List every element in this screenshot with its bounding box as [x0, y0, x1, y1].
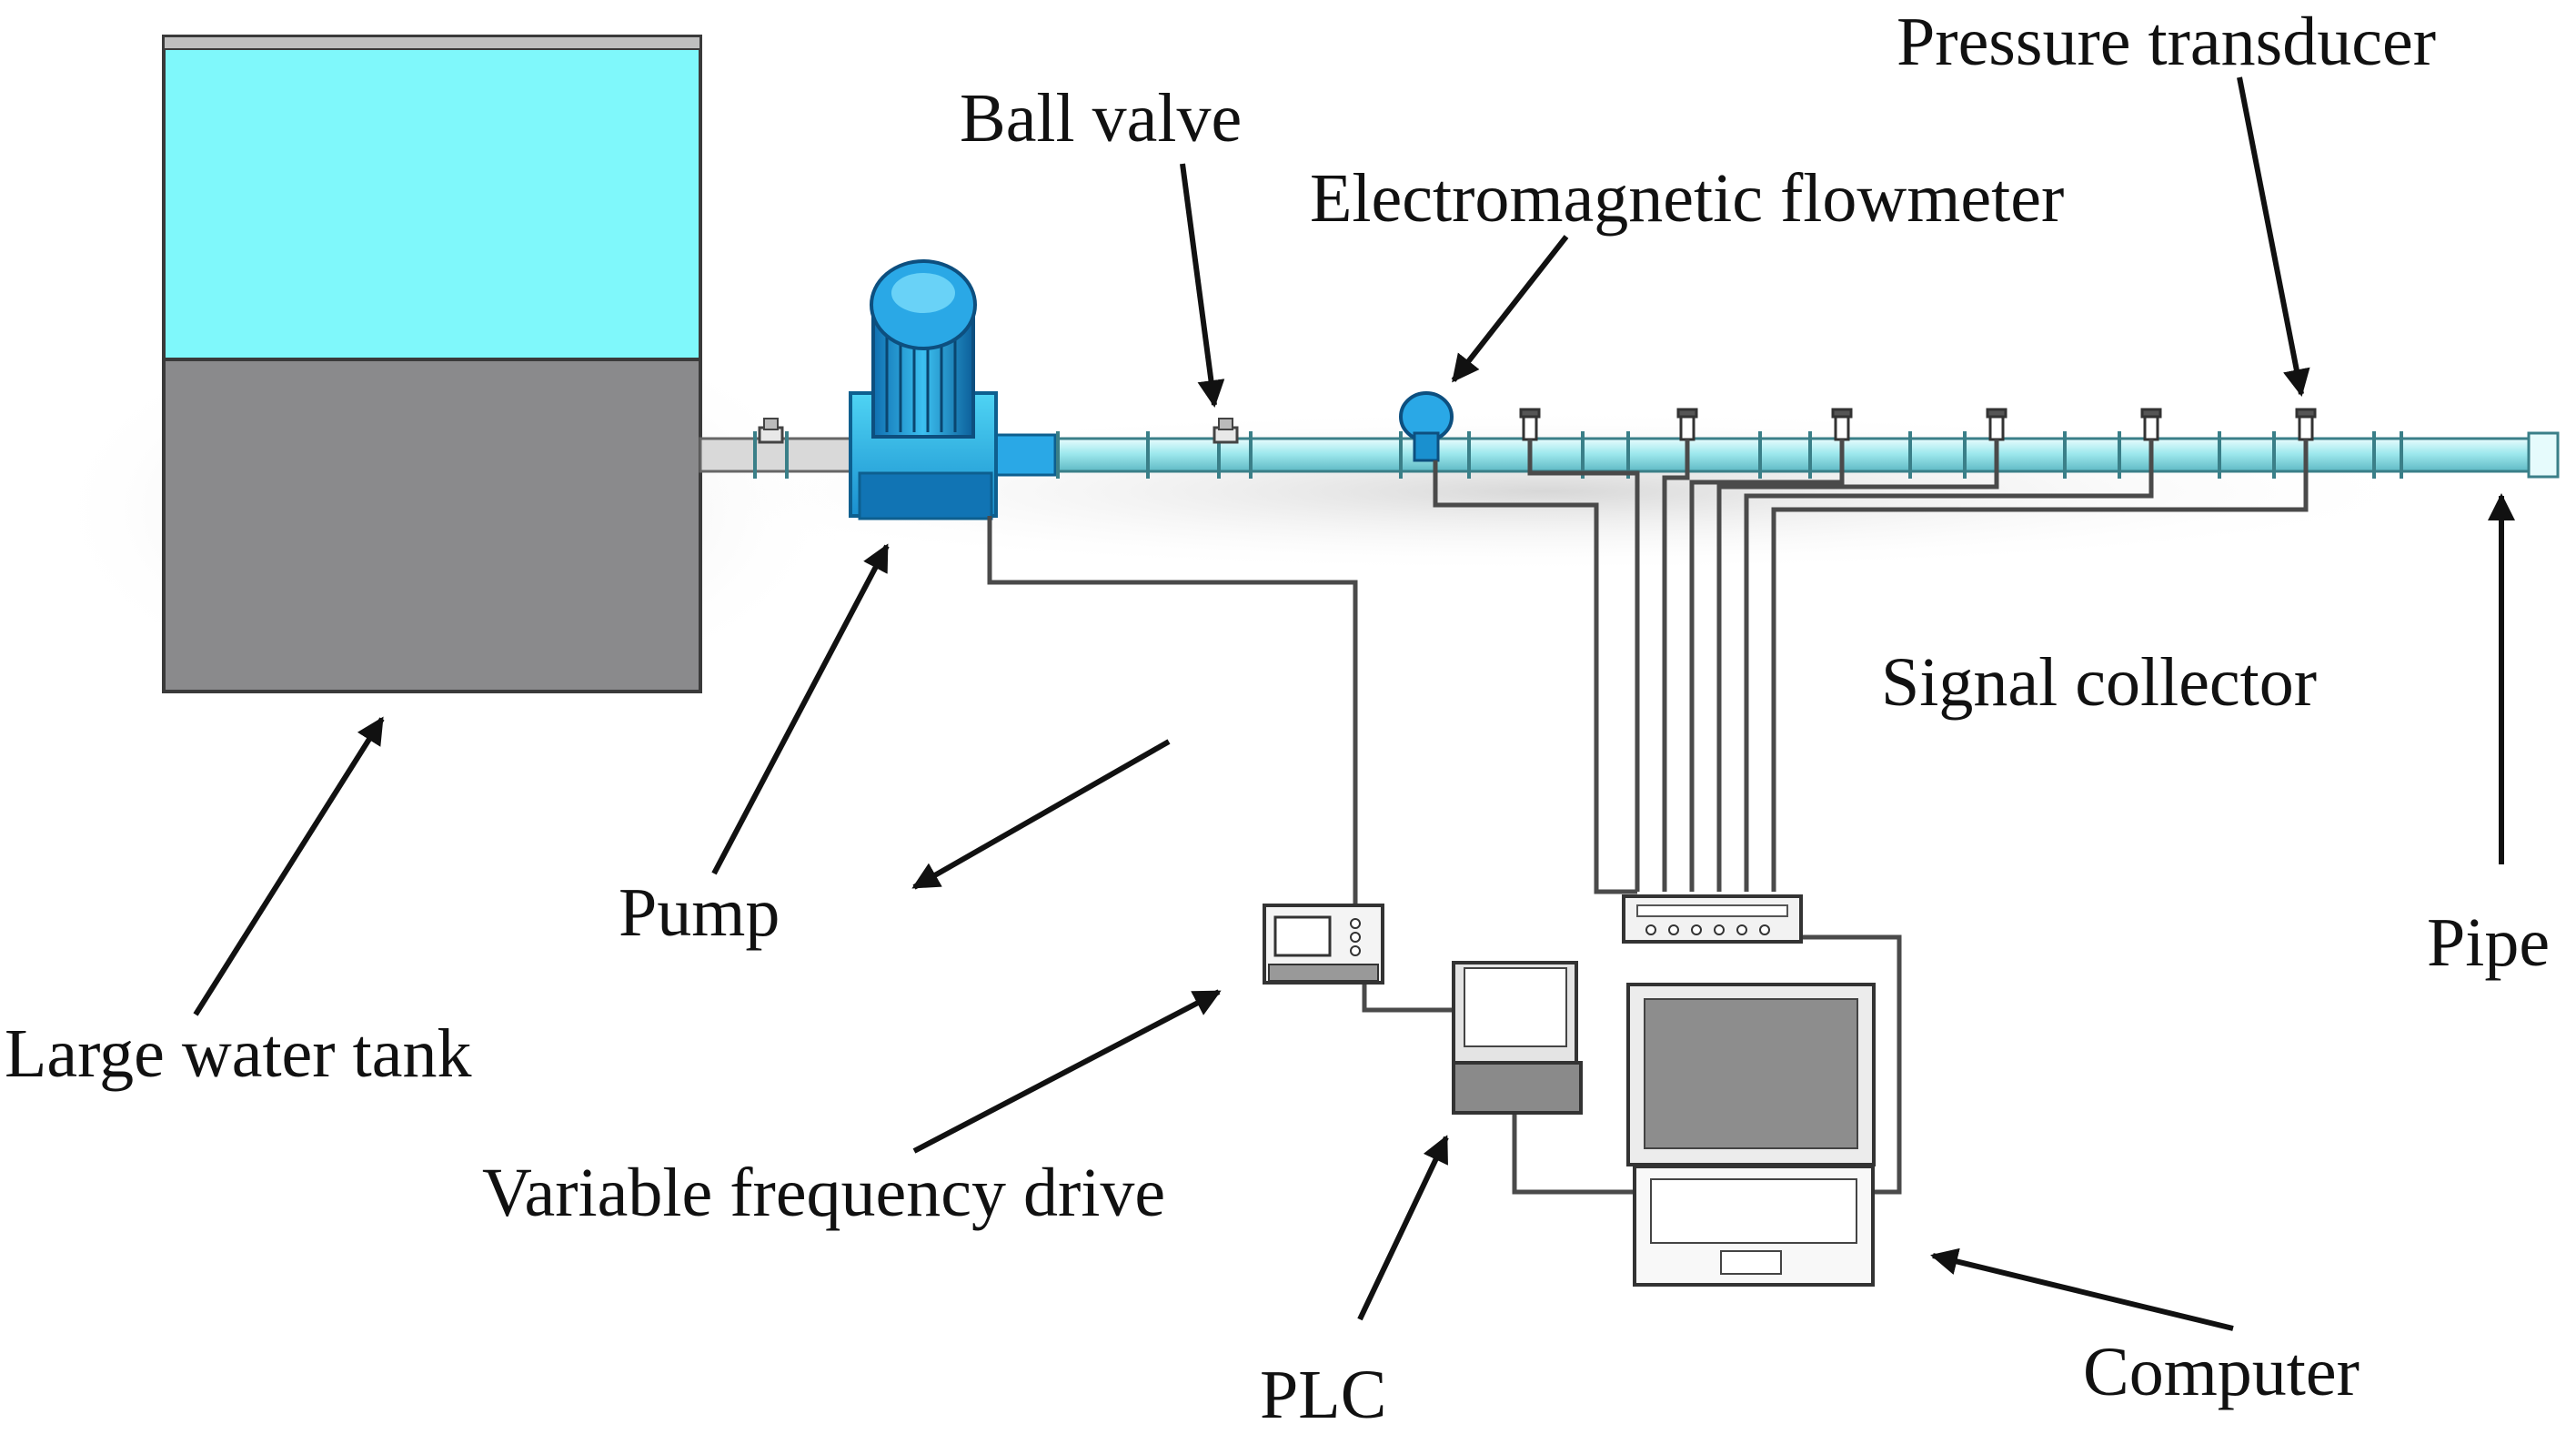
pressure-transducer: [2295, 408, 2317, 441]
pipe-body: [862, 437, 2549, 473]
cable-collector-computer: [1796, 934, 1902, 1195]
arrow-tank: [193, 716, 385, 1016]
computer-keyboard: [1650, 1178, 1857, 1244]
tank-rim: [163, 35, 701, 50]
label-ball-valve: Ball valve: [960, 80, 1243, 157]
label-electromagnetic-flowmeter: Electromagnetic flowmeter: [1310, 160, 2065, 237]
cable-flowmeter: [1433, 460, 1637, 894]
computer-screen: [1644, 998, 1858, 1149]
pressure-transducers: [1519, 408, 2317, 441]
cable-transducer-4: [1716, 439, 1999, 892]
large-water-tank: [162, 35, 702, 693]
ball-valve-2: [1213, 418, 1239, 444]
label-plc: PLC: [1260, 1357, 1387, 1433]
pressure-transducer: [1986, 408, 2007, 441]
pressure-transducer: [1676, 408, 1698, 441]
label-signal-collector: Signal collector: [1881, 644, 2318, 721]
cable-pump-vfd: [987, 516, 1358, 910]
signal-collector: [1622, 894, 1803, 944]
pipe-coupling: [994, 433, 1057, 477]
cable-vfd-plc: [1362, 974, 1455, 1013]
arrow-flowmeter: [1451, 235, 1569, 383]
label-variable-frequency-drive: Variable frequency drive: [482, 1155, 1166, 1231]
cable-transducer-2: [1662, 439, 1690, 892]
tank-water: [162, 35, 702, 361]
cable-transducer-3: [1689, 439, 1845, 892]
main-pipe: [699, 431, 2560, 479]
electromagnetic-flowmeter: [1399, 391, 1454, 462]
arrow-pump: [711, 543, 890, 875]
pipe-flanges: [753, 431, 2403, 479]
tank-body: [162, 358, 702, 693]
arrows: [193, 76, 2515, 1331]
pipe-end-cap: [2527, 431, 2560, 479]
variable-frequency-drive: [1263, 904, 1384, 985]
computer: [1626, 983, 1876, 1287]
pressure-transducer: [1831, 408, 1853, 441]
tank-outlet-pipe: [699, 437, 866, 473]
arrow-computer: [1930, 1247, 2234, 1331]
label-large-water-tank: Large water tank: [5, 1015, 472, 1092]
plc: [1452, 961, 1583, 1115]
label-pipe: Pipe: [2427, 904, 2551, 981]
pressure-transducer: [2140, 408, 2162, 441]
arrow-signal-collector: [911, 739, 1171, 890]
label-pressure-transducer: Pressure transducer: [1897, 4, 2437, 80]
pressure-transducer: [1519, 408, 1541, 441]
arrow-ball-valve: [1180, 163, 1225, 408]
ball-valve-1: [758, 418, 784, 444]
cable-transducer-1: [1527, 439, 1640, 892]
arrow-vfd: [912, 989, 1222, 1154]
label-pump: Pump: [619, 874, 780, 951]
arrow-plc: [1357, 1135, 1449, 1321]
cable-transducer-5: [1744, 439, 2154, 892]
cable-transducer-6: [1771, 439, 2309, 892]
computer-touchpad: [1720, 1250, 1782, 1275]
pump-base: [858, 471, 993, 520]
pump: [849, 259, 998, 520]
signal-cables: [987, 439, 2309, 1195]
arrow-pressure-transducer: [2237, 76, 2310, 397]
cable-plc-computer: [1512, 1101, 1637, 1195]
label-computer: Computer: [2083, 1334, 2360, 1410]
pump-motor-cap-highlight: [891, 273, 955, 313]
